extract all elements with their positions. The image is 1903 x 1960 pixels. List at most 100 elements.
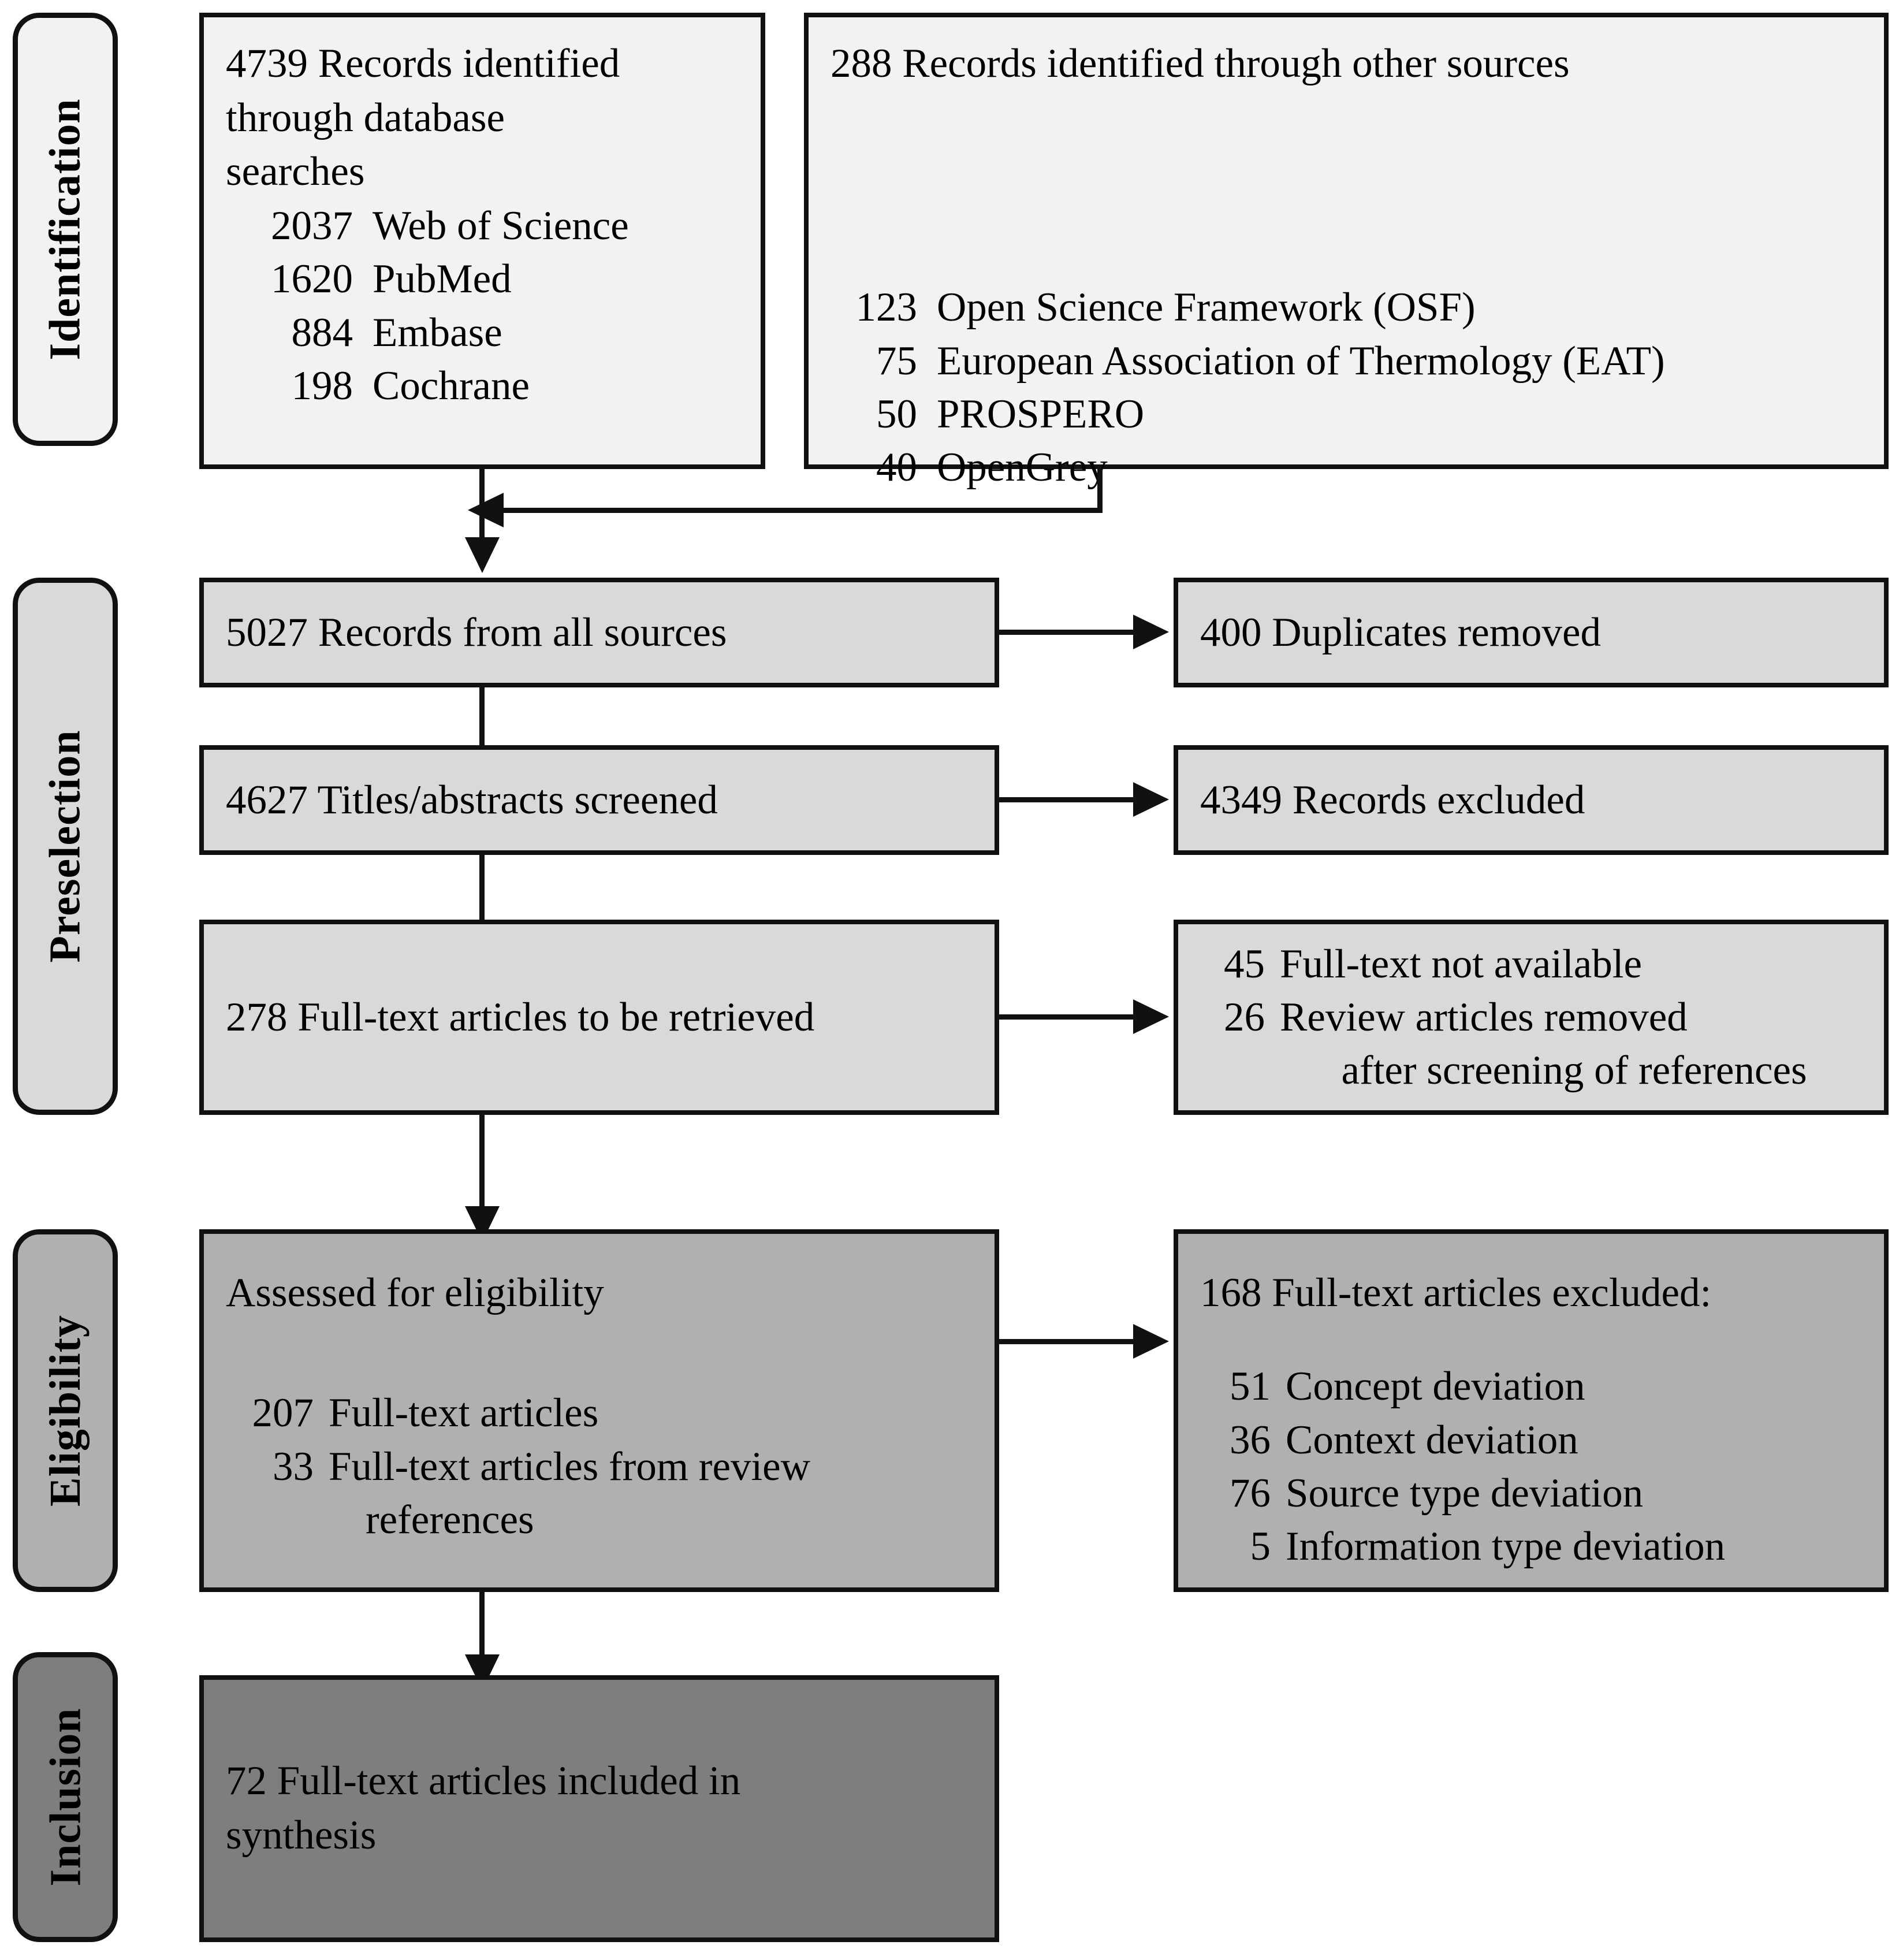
connector-all-records-to-duplicates xyxy=(999,630,1139,635)
assessed-label: Full-text articles xyxy=(329,1390,599,1436)
connector-all-records-down xyxy=(479,687,485,761)
records-excluded-text: 4349 Records excluded xyxy=(1200,777,1585,823)
source-row: 50 PROSPERO xyxy=(831,388,1862,441)
assessed-label: references xyxy=(366,1497,534,1542)
source-name: PROSPERO xyxy=(937,391,1145,437)
exclusion-label: Full-text not available xyxy=(1280,941,1643,987)
exclusion-label: Review articles removed xyxy=(1280,994,1688,1040)
box-database-searches: 4739 Records identified through database… xyxy=(199,13,765,469)
stage-label-inclusion-text: Inclusion xyxy=(41,1708,90,1887)
exclusion-row: after screening of references xyxy=(1200,1044,1862,1097)
assessed-row: 33 Full-text articles from review xyxy=(226,1440,973,1493)
assessed-count xyxy=(226,1493,314,1546)
assessed-row: references xyxy=(226,1493,973,1546)
source-count: 2037 xyxy=(271,203,353,249)
source-count: 198 xyxy=(291,363,353,409)
exclusion-reason-row: 5 Information type deviation xyxy=(1200,1520,1862,1573)
box-other-sources: 288 Records identified through other sou… xyxy=(804,13,1889,490)
stage-label-preselection-text: Preselection xyxy=(41,730,90,963)
stage-label-eligibility-text: Eligibility xyxy=(41,1315,90,1507)
exclusion-reason-row: 36 Context deviation xyxy=(1200,1414,1862,1467)
connector-titles-down xyxy=(479,855,485,929)
arrowhead-to-fulltext-excluded-pre xyxy=(1133,999,1169,1034)
source-name: European Association of Thermology (EAT) xyxy=(937,338,1665,384)
source-count: 884 xyxy=(291,310,353,355)
fulltext-excluded-headline: 168 Full-text articles excluded: xyxy=(1200,1270,1712,1315)
source-row: 198 Cochrane xyxy=(226,359,739,412)
connector-fulltext-to-excluded xyxy=(999,1014,1139,1020)
source-count: 50 xyxy=(876,391,917,437)
box-titles-screened: 4627 Titles/abstracts screened xyxy=(199,745,999,855)
box-fulltext-excluded-preselection: 45 Full-text not available 26 Review art… xyxy=(1174,920,1889,1115)
box-records-excluded: 4349 Records excluded xyxy=(1174,745,1889,855)
exclusion-reason-label: Information type deviation xyxy=(1286,1524,1726,1570)
assessed-headline: Assessed for eligibility xyxy=(226,1270,604,1315)
exclusion-reason-count: 5 xyxy=(1250,1524,1271,1570)
connector-fulltext-down xyxy=(479,1115,485,1212)
source-count: 1620 xyxy=(271,256,353,302)
exclusion-count xyxy=(1200,1044,1265,1097)
database-searches-headline: 4739 Records identified through database… xyxy=(226,41,620,195)
connector-other-sources-left xyxy=(500,508,1103,513)
box-fulltext-to-retrieve: 278 Full-text articles to be retrieved xyxy=(199,920,999,1115)
arrowhead-to-duplicates xyxy=(1133,615,1169,649)
box-duplicates-removed: 400 Duplicates removed xyxy=(1174,578,1889,687)
exclusion-count: 45 xyxy=(1224,941,1265,987)
stage-label-identification: Identification xyxy=(13,13,118,446)
arrowhead-to-records-excluded xyxy=(1133,782,1169,817)
source-name: Embase xyxy=(373,310,502,355)
source-row: 884 Embase xyxy=(226,306,739,359)
exclusion-row: 45 Full-text not available xyxy=(1200,938,1862,991)
exclusion-reason-label: Context deviation xyxy=(1286,1417,1578,1463)
connector-identification-trunk xyxy=(479,469,485,543)
source-name: OpenGrey xyxy=(937,445,1108,490)
connector-other-sources-down xyxy=(1097,469,1103,513)
arrowhead-to-fulltext-excluded-elig xyxy=(1133,1324,1169,1359)
other-sources-headline: 288 Records identified through other sou… xyxy=(831,41,1570,86)
source-count: 40 xyxy=(876,445,917,490)
stage-label-identification-text: Identification xyxy=(41,98,90,360)
exclusion-reason-count: 36 xyxy=(1230,1417,1271,1463)
assessed-count: 207 xyxy=(252,1390,314,1436)
source-row: 123 Open Science Framework (OSF) xyxy=(831,281,1862,334)
duplicates-removed-text: 400 Duplicates removed xyxy=(1200,609,1602,655)
connector-titles-to-excluded xyxy=(999,797,1139,802)
box-all-records: 5027 Records from all sources xyxy=(199,578,999,687)
all-records-text: 5027 Records from all sources xyxy=(226,609,727,655)
source-row: 75 European Association of Thermology (E… xyxy=(831,334,1862,388)
exclusion-count: 26 xyxy=(1224,994,1265,1040)
exclusion-reason-label: Concept deviation xyxy=(1286,1364,1585,1409)
fulltext-to-retrieve-text: 278 Full-text articles to be retrieved xyxy=(226,994,815,1040)
included-text: 72 Full-text articles included in synthe… xyxy=(226,1758,741,1858)
assessed-count: 33 xyxy=(273,1444,314,1489)
source-name: Open Science Framework (OSF) xyxy=(937,285,1476,330)
exclusion-reason-label: Source type deviation xyxy=(1286,1470,1644,1516)
box-fulltext-excluded-eligibility: 168 Full-text articles excluded: 51 Conc… xyxy=(1174,1229,1889,1592)
box-assessed-for-eligibility: Assessed for eligibility 207 Full-text a… xyxy=(199,1229,999,1592)
connector-assessed-to-excluded xyxy=(999,1339,1139,1344)
assessed-label: Full-text articles from review xyxy=(329,1444,810,1489)
source-row: 40 OpenGrey xyxy=(831,441,1862,494)
exclusion-reason-count: 51 xyxy=(1230,1364,1271,1409)
arrowhead-to-all-records xyxy=(465,537,500,573)
source-name: Cochrane xyxy=(373,363,530,409)
arrowhead-merge-left xyxy=(468,493,504,527)
source-row: 2037 Web of Science xyxy=(226,199,739,252)
exclusion-reason-row: 76 Source type deviation xyxy=(1200,1467,1862,1520)
connector-assessed-down xyxy=(479,1592,485,1660)
exclusion-label: after screening of references xyxy=(1280,1048,1807,1094)
assessed-row: 207 Full-text articles xyxy=(226,1386,973,1440)
stage-label-eligibility: Eligibility xyxy=(13,1229,118,1592)
source-row: 1620 PubMed xyxy=(226,252,739,306)
titles-screened-text: 4627 Titles/abstracts screened xyxy=(226,777,718,823)
source-count: 75 xyxy=(876,338,917,384)
source-name: PubMed xyxy=(373,256,512,302)
stage-label-inclusion: Inclusion xyxy=(13,1652,118,1942)
exclusion-reason-row: 51 Concept deviation xyxy=(1200,1360,1862,1413)
exclusion-reason-count: 76 xyxy=(1230,1470,1271,1516)
source-count: 123 xyxy=(855,285,918,330)
source-name: Web of Science xyxy=(373,203,629,249)
box-included-in-synthesis: 72 Full-text articles included in synthe… xyxy=(199,1675,999,1942)
exclusion-row: 26 Review articles removed xyxy=(1200,991,1862,1044)
